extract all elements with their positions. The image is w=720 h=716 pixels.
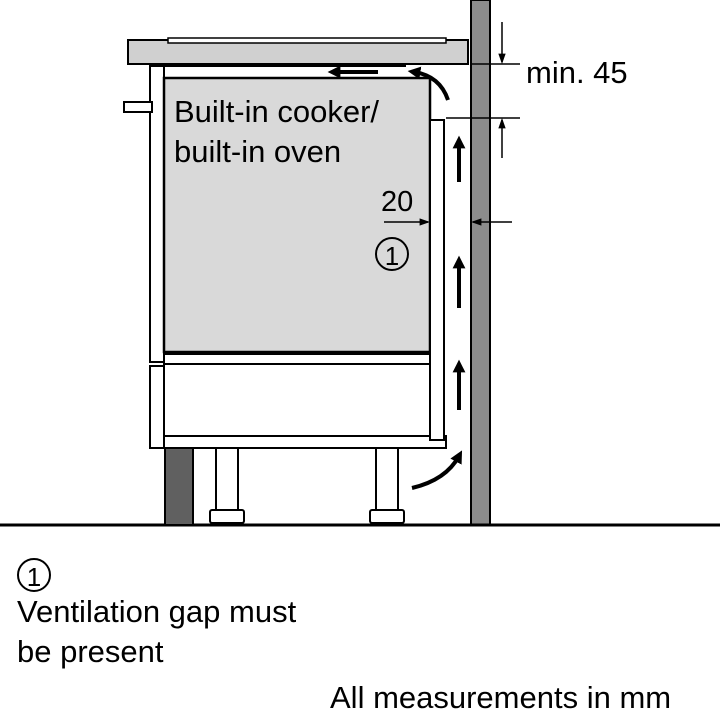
airflow-arrows (327, 65, 466, 490)
dimension-side-label: 20 (381, 186, 414, 218)
legend-text-line1: Ventilation gap must (17, 594, 297, 629)
legend-marker: 1 (17, 558, 51, 592)
cabinet-plinth (164, 447, 194, 526)
appliance-label-line1: Built-in cooker/ (174, 94, 380, 129)
leg-left (209, 447, 245, 524)
wall (470, 0, 491, 526)
appliance-label-line2: built-in oven (174, 134, 342, 169)
marker-circle: 1 (375, 237, 409, 271)
cabinet-rear-panel (429, 119, 445, 441)
diagram-marker: 1 (375, 237, 409, 271)
hob-glass (167, 37, 447, 44)
cabinet-drawer (163, 363, 431, 437)
airflow-arrow-bottom (411, 450, 463, 490)
dimension-min45 (446, 22, 520, 158)
leg-right (369, 447, 405, 524)
dimension-top-label: min. 45 (526, 55, 628, 90)
cabinet-lower-side (149, 365, 165, 449)
airflow-arrow-top-curve (407, 66, 450, 101)
legend-marker-circle: 1 (17, 558, 51, 592)
cabinet-base (163, 435, 447, 449)
oven-handle (123, 101, 153, 113)
cabinet-shelf (163, 353, 431, 365)
measurement-note: All measurements in mm (330, 680, 672, 715)
legend-text-line2: be present (17, 634, 164, 669)
